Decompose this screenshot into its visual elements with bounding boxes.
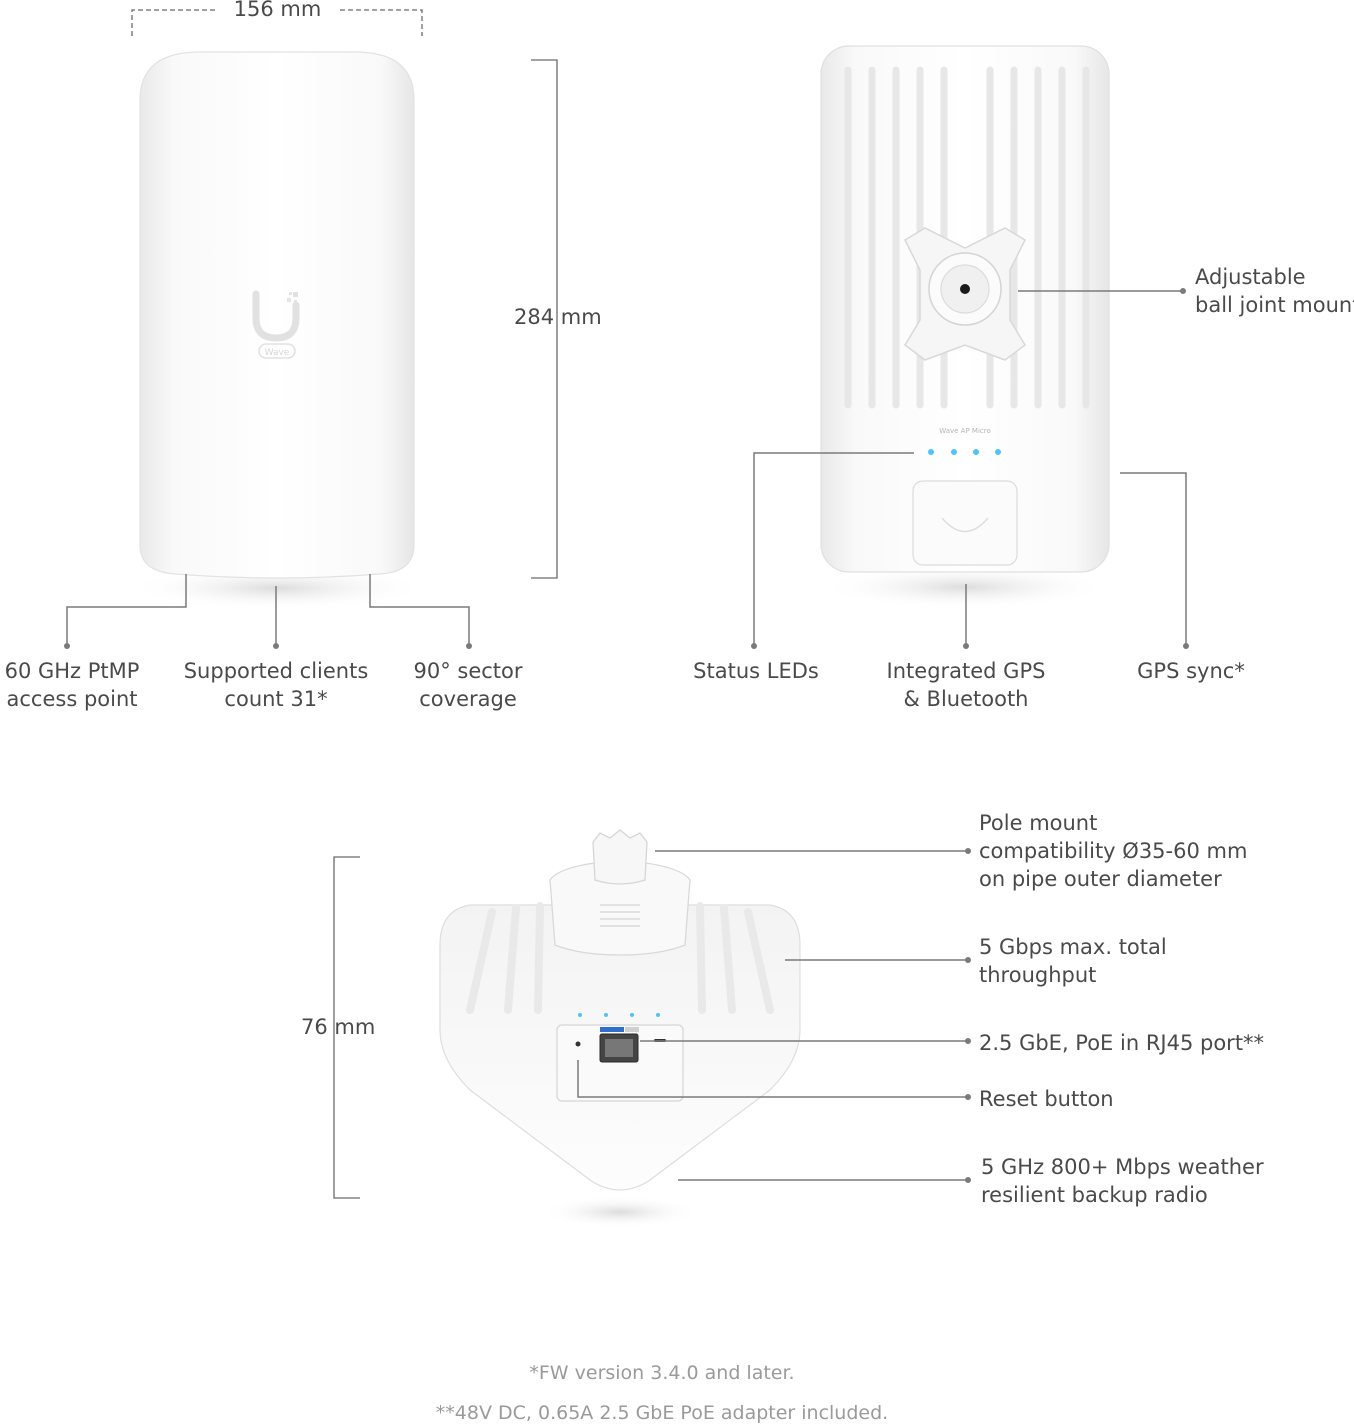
callout-line: Integrated GPS [886,659,1046,683]
callout-line: Pole mount [979,811,1098,835]
callout-line: access point [6,687,138,711]
callout-reset-button: Reset button [979,1085,1114,1113]
front-view-device [127,51,427,610]
callout-line: count 31* [224,687,328,711]
footnote-firmware: *FW version 3.4.0 and later. [529,1362,795,1384]
callout-line: coverage [419,687,517,711]
callout-throughput: 5 Gbps max. total throughput [979,933,1167,989]
callout-ball-joint-mount: Adjustable ball joint mount [1195,263,1354,319]
height-dimension-label: 284 mm [514,305,602,329]
callout-line: resilient backup radio [981,1183,1208,1207]
callout-line: 5 GHz 800+ Mbps weather [981,1155,1264,1179]
footnote-adapter: **48V DC, 0.65A 2.5 GbE PoE adapter incl… [435,1402,889,1424]
width-dimension-label: 156 mm [233,0,322,21]
bottom-callout-lines [577,848,971,1183]
depth-dimension-label: 76 mm [301,1015,376,1039]
callout-line: Adjustable [1195,265,1306,289]
callout-line: Supported clients [183,659,369,683]
reset-button-icon [575,1041,581,1047]
callout-line: throughput [979,963,1097,987]
callout-line: 5 Gbps max. total [979,935,1167,959]
status-leds [928,449,1001,455]
callout-pole-mount: Pole mount compatibility Ø35-60 mm on pi… [979,809,1247,893]
callout-integrated-gps: Integrated GPS & Bluetooth [876,657,1056,713]
wave-badge [258,343,296,359]
callout-sector-coverage: 90° sector coverage [398,657,538,713]
width-dimension-line [131,9,423,36]
callout-ptmp-access-point: 60 GHz PtMP access point [0,657,150,713]
wave-badge-label: Wave [265,348,290,358]
callout-backup-radio: 5 GHz 800+ Mbps weather resilient backup… [981,1153,1264,1209]
back-view-device [820,45,1110,609]
back-callout-lines [751,288,1189,649]
callout-line: ball joint mount [1195,293,1354,317]
callout-line: 90° sector [413,659,523,683]
callout-supported-clients: Supported clients count 31* [176,657,376,713]
callout-line: GPS sync* [1137,659,1245,683]
callout-line: 60 GHz PtMP [4,659,140,683]
callout-gps-sync: GPS sync* [1126,657,1256,685]
bottom-status-leds [578,1013,660,1017]
callout-line: Reset button [979,1087,1114,1111]
callout-line: on pipe outer diameter [979,867,1222,891]
callout-line: 2.5 GbE, PoE in RJ45 port** [979,1031,1265,1055]
height-dimension-line [531,59,558,579]
callout-line: Status LEDs [693,659,819,683]
ball-joint-bolt-icon [960,284,970,294]
ubiquiti-logo-icon [252,290,300,342]
callout-line: compatibility Ø35-60 mm [979,839,1248,863]
bottom-view-device [439,829,801,1228]
callout-status-leds: Status LEDs [686,657,826,685]
depth-dimension-line [333,856,360,1199]
callout-line: & Bluetooth [903,687,1029,711]
front-callout-lines [64,574,472,649]
product-label: Wave AP Micro [939,427,991,435]
callout-rj45-port: 2.5 GbE, PoE in RJ45 port** [979,1029,1264,1057]
